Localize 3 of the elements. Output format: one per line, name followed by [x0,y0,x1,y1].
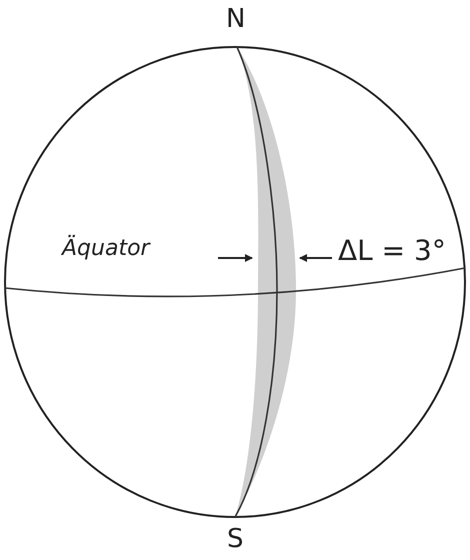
pole-label: N [226,6,246,32]
dimension-label: ΔL = 3° [338,237,446,265]
pole-label: S [227,526,244,552]
